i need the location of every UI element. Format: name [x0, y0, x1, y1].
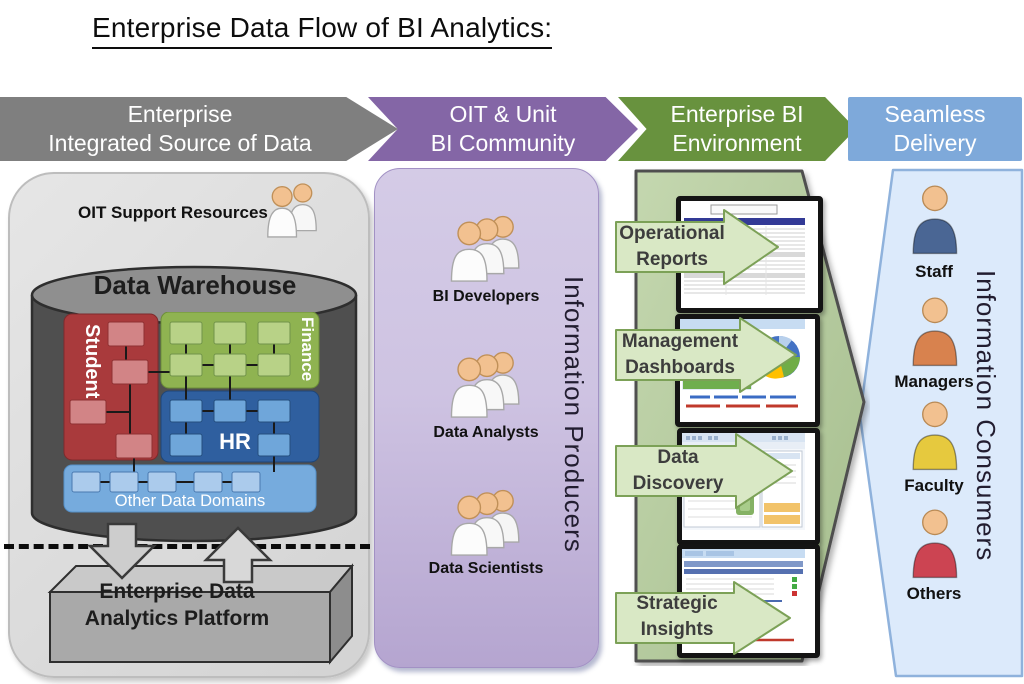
person-icon [912, 185, 958, 255]
management-dashboards-label: Management Dashboards [621, 331, 739, 378]
management-dashboards-arrow [615, 317, 797, 393]
header-seamless-delivery: Seamless Delivery [848, 97, 1022, 161]
people-pair-icon [267, 183, 317, 238]
information-producers-vertical-label: Information Producers [559, 276, 589, 553]
finance-domain-label: Finance [298, 317, 317, 381]
operational-reports-arrow [615, 209, 779, 285]
up-block-arrow-icon [202, 526, 274, 584]
others-label: Others [906, 584, 962, 603]
person-icon [912, 401, 958, 471]
hr-domain-label: HR [219, 429, 251, 454]
other-domains-label: Other Data Domains [115, 492, 265, 510]
page-title: Enterprise Data Flow of BI Analytics: [92, 12, 553, 49]
strategic-insights-arrow [615, 581, 791, 655]
data-analysts-label: Data Analysts [433, 424, 539, 441]
managers-label: Managers [894, 372, 974, 391]
down-block-arrow-icon [86, 522, 158, 580]
analytics-platform-box [47, 563, 355, 665]
data-discovery-label: Data Discovery [632, 447, 724, 494]
header-enterprise-bi-environment: Enterprise BI Environment [618, 97, 856, 161]
person-icon [912, 297, 958, 367]
oit-support-label: OIT Support Resources [78, 203, 268, 222]
people-group-icon [450, 351, 520, 418]
header-enterprise-source: Enterprise Integrated Source of Data [0, 97, 398, 161]
boundary-dashed-line [4, 544, 370, 549]
staff-label: Staff [915, 262, 953, 281]
header-oit-bi-community: OIT & Unit BI Community [368, 97, 638, 161]
warehouse-domain-map: Student Finance HR Other Data Domains [63, 312, 320, 513]
bi-developers-label: BI Developers [432, 288, 540, 305]
data-discovery-arrow [615, 433, 793, 509]
information-consumers-vertical-label: Information Consumers [971, 270, 1001, 562]
operational-reports-label: Operational Reports [619, 223, 725, 270]
people-group-icon [450, 215, 520, 282]
data-warehouse-title: Data Warehouse [93, 270, 297, 300]
data-scientists-label: Data Scientists [428, 560, 544, 577]
strategic-insights-label: Strategic Insights [636, 593, 718, 640]
faculty-label: Faculty [904, 476, 964, 495]
analytics-platform-label: Enterprise Data Analytics Platform [84, 580, 270, 631]
people-group-icon [450, 489, 520, 556]
person-icon [912, 509, 958, 579]
student-domain-label: Student [81, 324, 103, 399]
